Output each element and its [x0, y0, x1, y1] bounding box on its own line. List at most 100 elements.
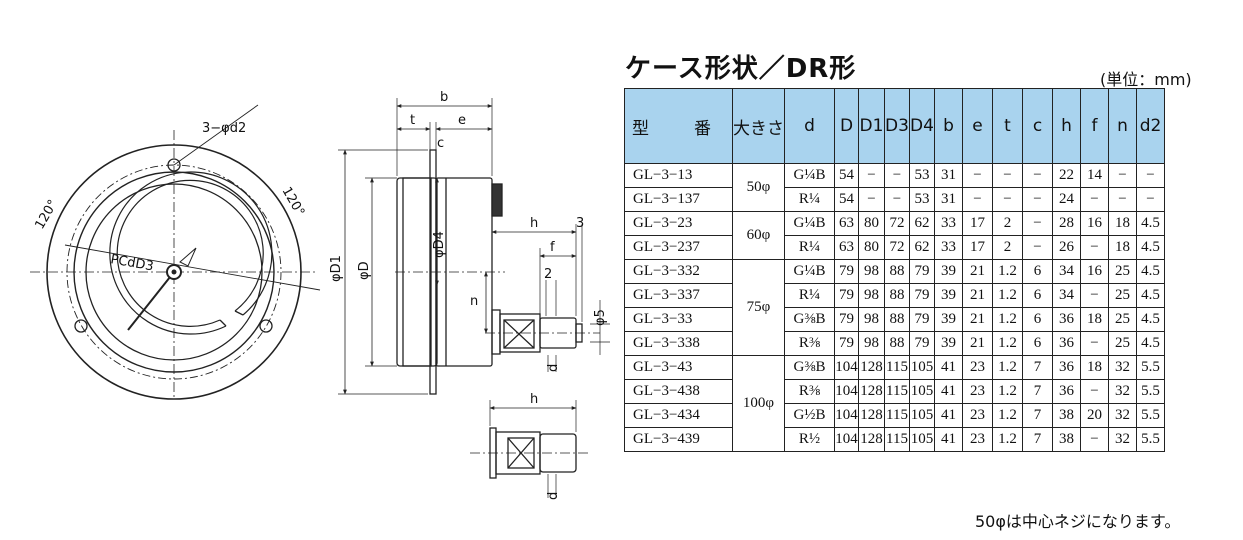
value-cell: 5.5 — [1136, 355, 1165, 380]
value-cell: 53 — [909, 187, 935, 212]
column-header: D4 — [909, 88, 935, 164]
value-cell: 1.2 — [992, 331, 1023, 356]
value-cell: 24 — [1052, 187, 1081, 212]
column-header: h — [1052, 88, 1081, 164]
value-cell: 4.5 — [1136, 259, 1165, 284]
angle-right-label: 120° — [279, 185, 308, 220]
value-cell: − — [1080, 235, 1109, 260]
value-cell: 16 — [1080, 259, 1109, 284]
value-cell: 2 — [992, 235, 1023, 260]
model-cell: GL−3−137 — [624, 187, 733, 212]
value-cell: 72 — [884, 235, 910, 260]
value-cell: 22 — [1052, 163, 1081, 188]
value-cell: − — [1080, 331, 1109, 356]
value-cell: 41 — [934, 403, 963, 428]
value-cell: 25 — [1108, 331, 1137, 356]
value-cell: R¼ — [784, 283, 835, 308]
value-cell: 53 — [909, 163, 935, 188]
value-cell: 128 — [858, 355, 885, 380]
model-cell: GL−3−332 — [624, 259, 733, 284]
value-cell: 28 — [1052, 211, 1081, 236]
value-cell: 4.5 — [1136, 211, 1165, 236]
model-cell: GL−3−338 — [624, 331, 733, 356]
value-cell: 32 — [1108, 427, 1137, 452]
unit-label: (単位：mm) — [1100, 70, 1192, 89]
value-cell: 115 — [884, 355, 910, 380]
value-cell: 2 — [992, 211, 1023, 236]
value-cell: 1.2 — [992, 355, 1023, 380]
value-cell: − — [962, 163, 993, 188]
value-cell: 80 — [858, 211, 885, 236]
value-cell: 21 — [962, 259, 993, 284]
column-header: d — [784, 88, 835, 164]
value-cell: 62 — [909, 235, 935, 260]
value-cell: 7 — [1022, 403, 1053, 428]
value-cell: − — [1108, 163, 1137, 188]
value-cell: 128 — [858, 379, 885, 404]
value-cell: 4.5 — [1136, 307, 1165, 332]
model-cell: GL−3−43 — [624, 355, 733, 380]
value-cell: 104 — [834, 427, 859, 452]
value-cell: 105 — [909, 403, 935, 428]
value-cell: 32 — [1108, 403, 1137, 428]
model-cell: GL−3−438 — [624, 379, 733, 404]
value-cell: 39 — [934, 331, 963, 356]
angle-left-label: 120° — [32, 197, 61, 232]
value-cell: 23 — [962, 427, 993, 452]
value-cell: 54 — [834, 187, 859, 212]
holes-label: 3−φd2 — [202, 121, 246, 136]
value-cell: 23 — [962, 379, 993, 404]
value-cell: 1.2 — [992, 259, 1023, 284]
dim-phiD1-label: φD1 — [329, 255, 344, 282]
value-cell: 32 — [1108, 355, 1137, 380]
column-header: 型 番 — [624, 88, 733, 164]
value-cell: 79 — [909, 331, 935, 356]
value-cell: 41 — [934, 355, 963, 380]
value-cell: 79 — [909, 307, 935, 332]
value-cell: 6 — [1022, 283, 1053, 308]
technical-drawing: 3−φd2 PCdD3 120° 120° — [30, 90, 610, 500]
value-cell: 7 — [1022, 379, 1053, 404]
value-cell: 33 — [934, 235, 963, 260]
model-cell: GL−3−23 — [624, 211, 733, 236]
value-cell: 36 — [1052, 331, 1081, 356]
value-cell: − — [1080, 379, 1109, 404]
column-header: 大きさ — [732, 88, 785, 164]
dim-b-label: b — [440, 90, 448, 105]
column-header: c — [1022, 88, 1053, 164]
value-cell: 1.2 — [992, 283, 1023, 308]
value-cell: 88 — [884, 331, 910, 356]
size-cell: 100φ — [732, 355, 785, 452]
side-view: b t e c h 3 f 2 φ5 φD1 φD φD4 n d — [329, 90, 610, 395]
value-cell: 128 — [858, 403, 885, 428]
value-cell: G½B — [784, 403, 835, 428]
value-cell: 104 — [834, 379, 859, 404]
value-cell: − — [1022, 211, 1053, 236]
value-cell: 115 — [884, 403, 910, 428]
value-cell: 17 — [962, 211, 993, 236]
value-cell: G¼B — [784, 211, 835, 236]
value-cell: 25 — [1108, 307, 1137, 332]
value-cell: − — [884, 187, 910, 212]
value-cell: 18 — [1080, 355, 1109, 380]
value-cell: 6 — [1022, 331, 1053, 356]
value-cell: 72 — [884, 211, 910, 236]
value-cell: 31 — [934, 187, 963, 212]
value-cell: 88 — [884, 283, 910, 308]
value-cell: 31 — [934, 163, 963, 188]
size-cell: 60φ — [732, 211, 785, 260]
value-cell: − — [858, 163, 885, 188]
value-cell: − — [1080, 283, 1109, 308]
value-cell: − — [1022, 235, 1053, 260]
value-cell: 1.2 — [992, 427, 1023, 452]
value-cell: 21 — [962, 283, 993, 308]
value-cell: 38 — [1052, 427, 1081, 452]
value-cell: G⅜B — [784, 355, 835, 380]
page-title: ケース形状／DR形 — [625, 54, 857, 84]
value-cell: 16 — [1080, 211, 1109, 236]
value-cell: 4.5 — [1136, 283, 1165, 308]
